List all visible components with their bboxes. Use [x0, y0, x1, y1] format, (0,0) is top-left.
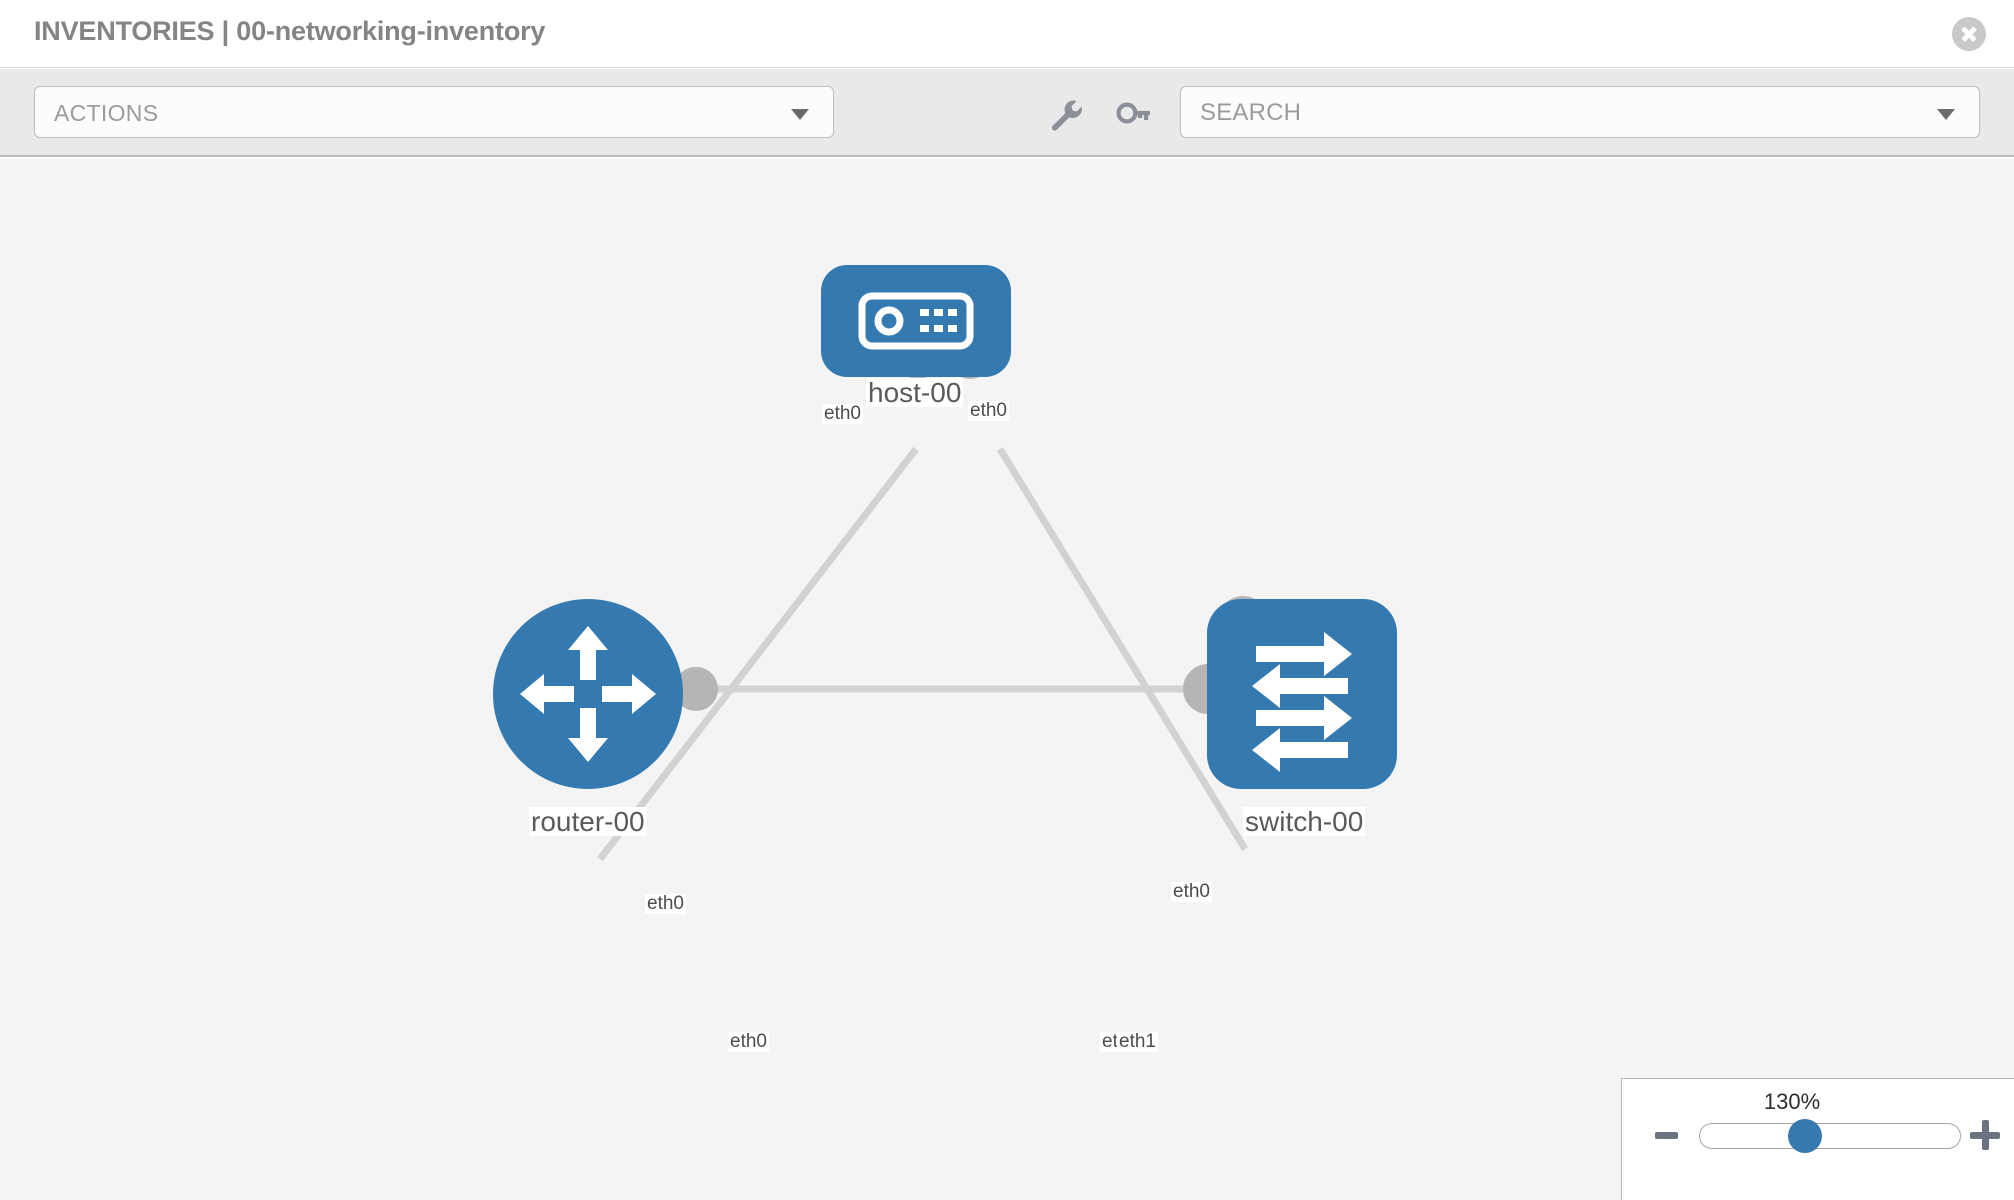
- node-label-switch-00: switch-00: [1243, 806, 1366, 837]
- iface-label-host00-eth0-right: eth0: [968, 400, 1009, 421]
- actions-dropdown-label: ACTIONS: [54, 100, 159, 126]
- search-input[interactable]: SEARCH: [1180, 86, 1980, 138]
- close-icon[interactable]: [1952, 17, 1986, 51]
- edge-host00-router00: [597, 446, 919, 862]
- zoom-slider-track[interactable]: [1699, 1123, 1961, 1149]
- switch-arrows-icon: [1252, 632, 1352, 772]
- router-arrows-icon: [520, 626, 656, 762]
- chevron-down-icon: [1937, 109, 1955, 120]
- actions-dropdown[interactable]: ACTIONS: [34, 86, 834, 138]
- iface-label-switch00-eth0-uplink: eth0: [1171, 881, 1212, 902]
- zoom-control-panel: 130%: [1621, 1078, 2014, 1200]
- edge-host00-switch00: [997, 447, 1248, 851]
- topology-canvas[interactable]: host-00 router-00 switch-00 eth0 eth0 et…: [0, 159, 2014, 1200]
- search-input-placeholder: SEARCH: [1200, 99, 1302, 126]
- topology-connectors: [674, 335, 1268, 714]
- node-switch-00: [1207, 599, 1397, 789]
- iface-label-router00-eth0-uplink: eth0: [645, 893, 686, 914]
- iface-label-switch00-eth1: eth1: [1117, 1031, 1158, 1052]
- node-label-router-00: router-00: [529, 806, 647, 837]
- server-icon: [858, 292, 974, 350]
- chevron-down-icon: [791, 109, 809, 120]
- node-label-host-00: host-00: [866, 377, 964, 408]
- toolbar: ACTIONS SEARCH: [0, 69, 2014, 157]
- iface-label-router00-eth0: eth0: [728, 1031, 769, 1052]
- iface-label-host00-eth0-left: eth0: [822, 403, 863, 424]
- zoom-slider-thumb[interactable]: [1788, 1119, 1822, 1153]
- topology-graph: [493, 265, 1397, 862]
- node-host-00: [821, 265, 1011, 377]
- topology-edges: [597, 446, 1248, 862]
- page-title: INVENTORIES | 00-networking-inventory: [34, 16, 546, 46]
- minus-icon[interactable]: [1655, 1132, 1678, 1139]
- zoom-level-value: 130%: [1763, 1089, 1821, 1114]
- page-header: INVENTORIES | 00-networking-inventory: [0, 0, 2014, 68]
- wrench-icon[interactable]: [1048, 97, 1084, 133]
- connector-router00-eth0: [674, 667, 718, 711]
- plus-icon[interactable]: [1970, 1120, 2000, 1150]
- key-icon[interactable]: [1115, 97, 1151, 133]
- node-router-00: [493, 599, 683, 789]
